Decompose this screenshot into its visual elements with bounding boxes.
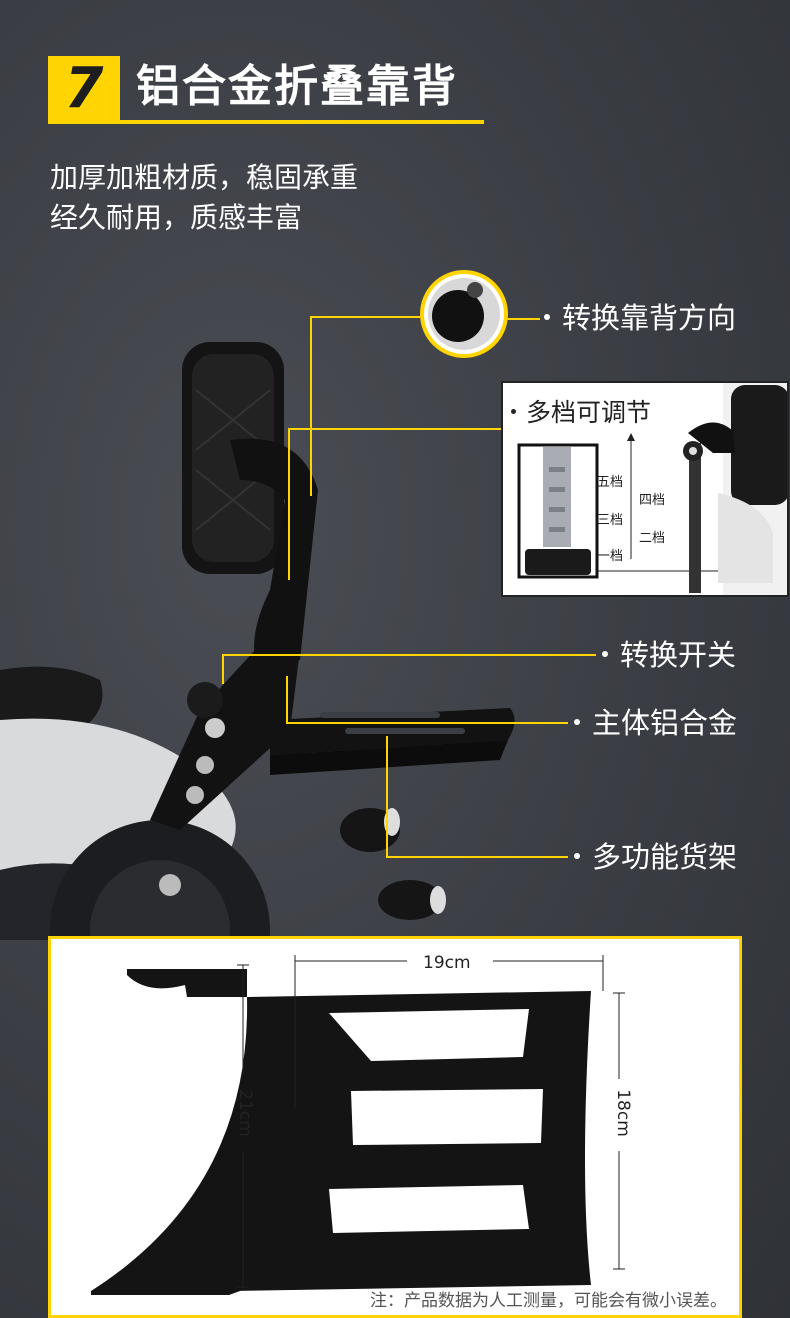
width-dimension-label: 19cm xyxy=(423,953,471,973)
dimension-diagram-box: 19cm 21cm 18cm 注：产品数据为人工测量，可能会有微小误差。 xyxy=(48,936,742,1318)
backrest-product-illustration xyxy=(0,270,515,940)
adjust-tube-illustration xyxy=(517,383,787,595)
rotate-callout-line-h xyxy=(506,318,540,320)
callout-rack: 多功能货架 xyxy=(574,837,737,877)
multilevel-callout-line-h xyxy=(288,428,502,430)
level-2-label: 二档 xyxy=(639,531,666,546)
multi-level-adjust-panel: 多档可调节 五档 四档 三档 二档 一档 xyxy=(501,381,789,597)
section-number-badge: 7 xyxy=(48,56,120,122)
rotate-callout-line-v xyxy=(310,316,312,496)
right-height-dimension-label: 18cm xyxy=(612,1089,633,1137)
aluminum-callout-line-v xyxy=(286,676,288,724)
rack-callout-line-h xyxy=(386,856,568,858)
aluminum-callout-line-h xyxy=(286,722,568,724)
callout-rotate: 转换靠背方向 xyxy=(544,298,736,338)
level-5-label: 五档 xyxy=(597,475,624,490)
level-3-label: 三档 xyxy=(597,513,624,528)
description-line-1: 加厚加粗材质，稳固承重 xyxy=(50,161,359,194)
rotate-callout-line-h2 xyxy=(310,316,422,318)
left-height-dimension-label: 21cm xyxy=(234,1089,255,1137)
panel-title: 多档可调节 xyxy=(511,393,651,429)
description-line-2: 经久耐用，质感丰富 xyxy=(50,201,303,234)
switch-callout-line-h xyxy=(222,654,596,656)
measurement-note: 注：产品数据为人工测量，可能会有微小误差。 xyxy=(370,1291,727,1311)
rack-callout-line-v xyxy=(386,736,388,858)
rack-plate-drawing xyxy=(91,955,625,1295)
callout-aluminum: 主体铝合金 xyxy=(574,703,737,743)
level-1-label: 一档 xyxy=(597,549,624,564)
section-title: 铝合金折叠靠背 xyxy=(136,61,458,112)
title-underline xyxy=(48,120,484,124)
level-4-label: 四档 xyxy=(639,493,666,508)
multilevel-callout-line-v xyxy=(288,428,290,580)
switch-callout-line-v xyxy=(222,654,224,684)
callout-switch: 转换开关 xyxy=(602,635,736,675)
